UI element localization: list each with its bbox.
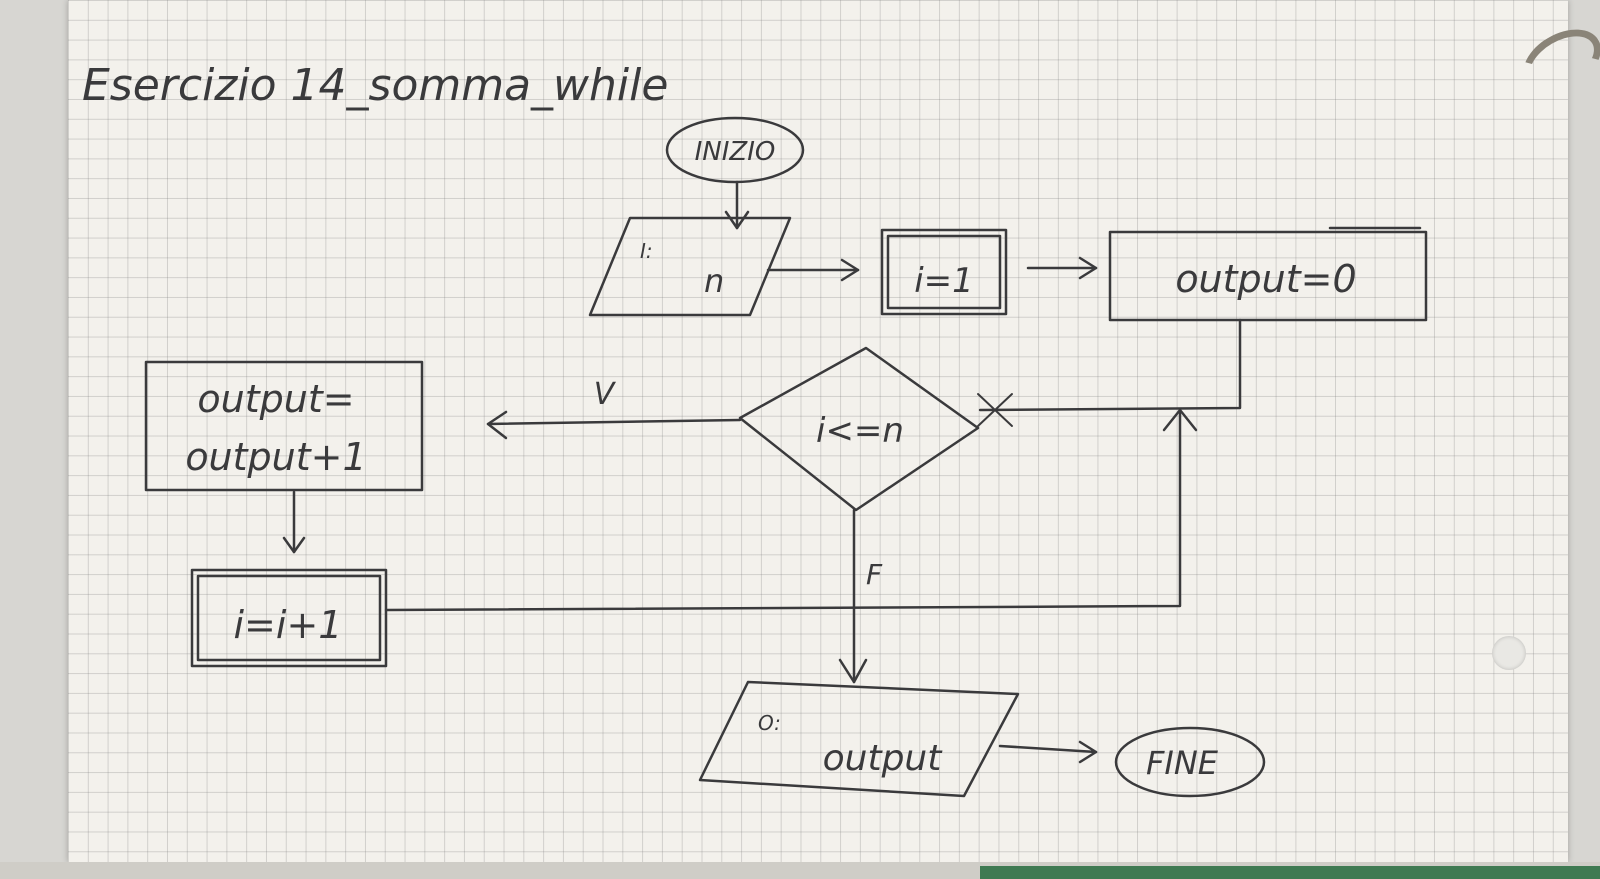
input-var: n [704,262,724,300]
punch-hole [1492,636,1526,670]
assign-output-label: output=0 [1175,257,1356,301]
arrowhead [486,410,508,440]
body-line2: output+1 [185,435,366,479]
body-line1: output= [197,377,354,421]
input-prefix: I: [640,239,653,263]
arrowhead [840,258,860,282]
increment-box [190,568,388,668]
end-label: FINE [1146,744,1219,782]
edge-mark [977,393,1013,427]
output-parallelogram [698,680,1020,798]
assign-i-label: i=1 [914,261,974,301]
assign-output-box [1108,230,1428,322]
edge-output-end [998,744,1098,754]
start-label: INIZIO [695,137,776,167]
edge-loop-back [384,408,1182,612]
start-terminal [665,116,805,184]
graph-paper [68,0,1568,862]
arrowhead [1078,256,1098,280]
increment-label: i=i+1 [234,603,343,647]
arrowhead [1078,740,1098,764]
true-label: V [594,377,617,412]
increment-inner [196,574,382,662]
diagram-title: Esercizio 14_somma_while [82,60,668,111]
condition-diamond [738,346,980,512]
false-label: F [866,558,883,591]
assign-i-box [880,228,1008,316]
assign-i-inner [886,234,1002,310]
end-terminal [1114,726,1266,798]
output-prefix: O: [758,711,781,735]
condition-label: i<=n [816,411,904,451]
desk-green-strip [980,866,1600,879]
input-parallelogram [588,216,792,317]
arrowhead [1162,408,1198,432]
output-var: output [823,738,944,779]
edge-true-branch [486,418,742,426]
body-box [144,360,424,492]
arrowhead [838,658,868,684]
edge-output-to-condition [978,318,1242,412]
arrowhead [282,536,306,554]
